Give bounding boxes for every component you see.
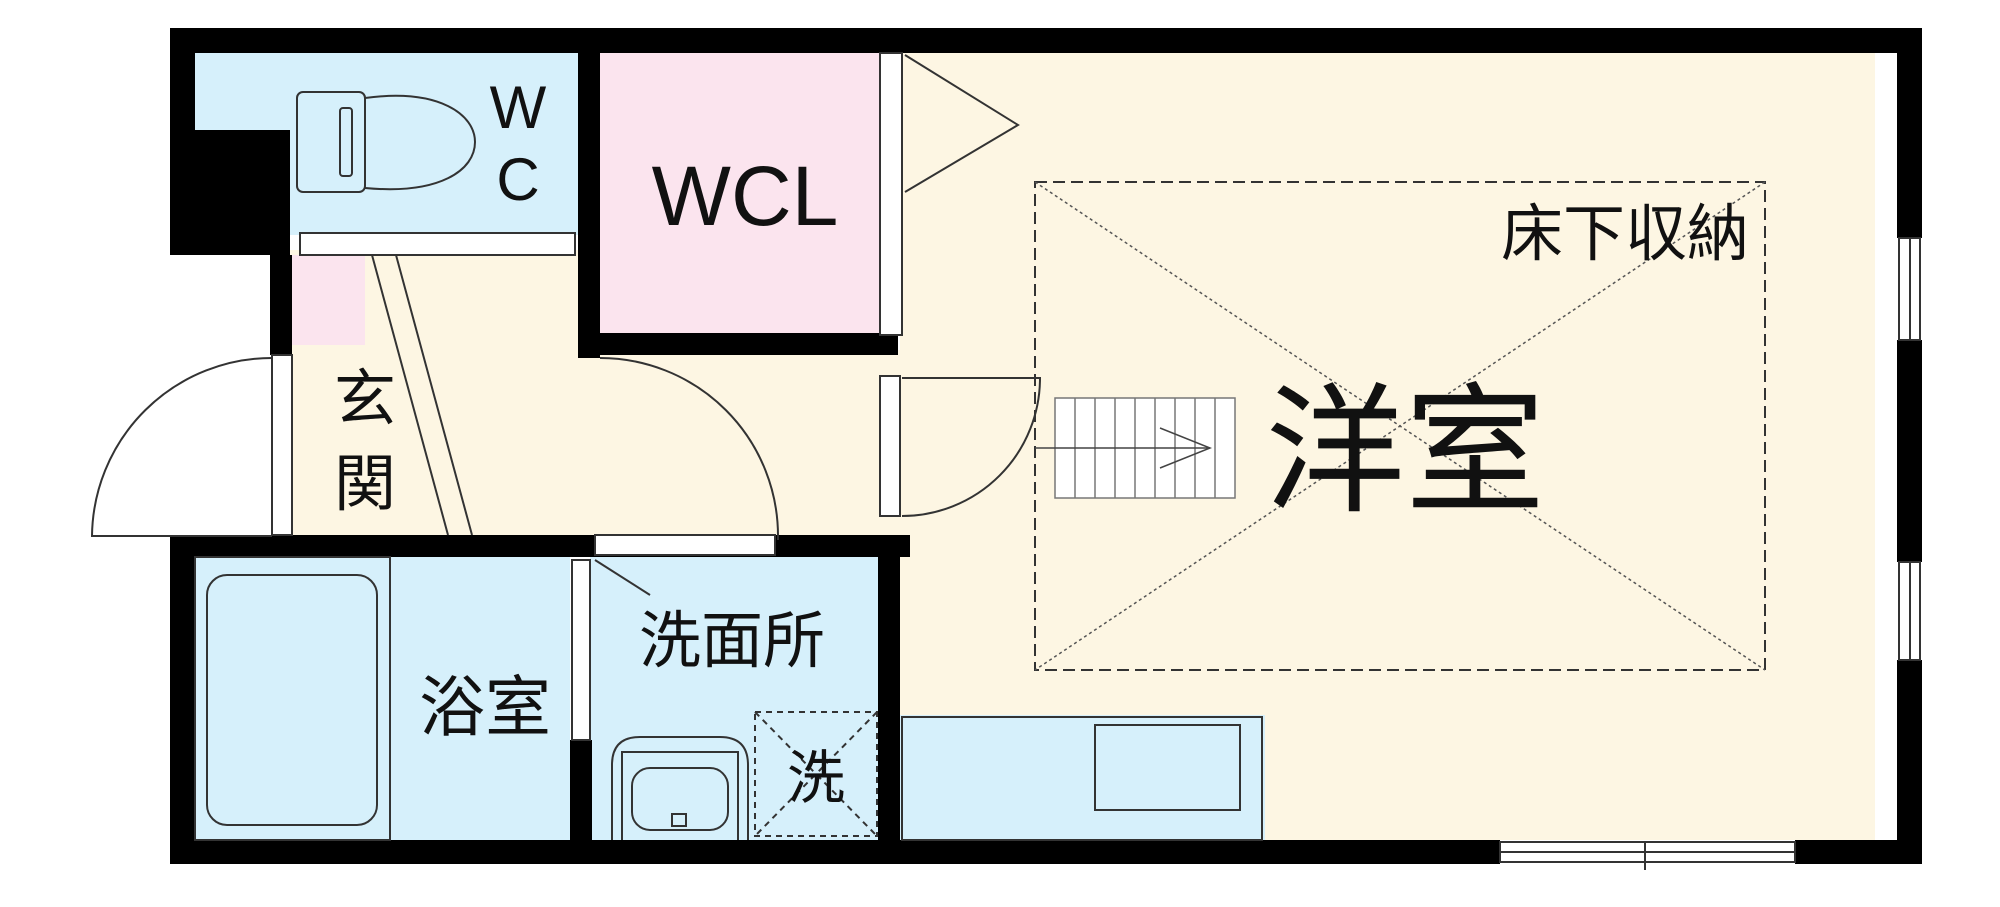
room-labels: W C WCL 玄 関 洋室 床下収納 浴室 洗面所 洗 — [334, 74, 1749, 812]
hallway-floor — [580, 350, 910, 540]
kitchen-counter — [900, 715, 1265, 840]
interior-details — [271, 52, 1921, 870]
wc-label-w: W — [490, 74, 547, 141]
wall-wc-right — [578, 28, 600, 358]
bathtub — [194, 556, 391, 841]
underfloor-storage-box — [1034, 181, 1766, 671]
loft-ladder — [1035, 397, 1236, 499]
wall-right-lower — [1897, 660, 1922, 864]
genkan-step-line-2 — [395, 254, 473, 536]
entry-door-swing — [90, 357, 273, 537]
washroom-top-strip — [594, 534, 776, 556]
wcl-floor — [600, 50, 880, 340]
bathroom-floor — [190, 555, 570, 840]
genkan-step-line-1 — [371, 254, 449, 536]
wall-wcl-bottom — [578, 333, 898, 355]
wall-wcl-right-top — [880, 28, 902, 53]
wall-mid-horizontal — [170, 535, 910, 557]
wcl-label: WCL — [652, 149, 839, 243]
toilet — [296, 91, 477, 193]
kitchen-unit — [901, 716, 1263, 841]
wcl-door-swing — [904, 54, 1020, 193]
washroom-label: 洗面所 — [639, 604, 825, 677]
wall-bath-washroom — [570, 740, 592, 864]
washroom-floor — [590, 555, 880, 840]
genkan-label-bottom: 関 — [334, 447, 396, 520]
bathroom-label: 浴室 — [419, 669, 551, 746]
wall-washroom-right — [878, 535, 900, 864]
washroom-door-jamb — [571, 559, 591, 741]
genkan-label-top: 玄 — [334, 362, 396, 435]
underfloor-storage-label: 床下収納 — [1501, 197, 1749, 270]
walls — [170, 28, 1922, 864]
wall-right-upper — [1897, 28, 1922, 238]
western-door-swing — [901, 377, 1042, 517]
wall-genkan-left — [270, 255, 292, 355]
wall-top — [170, 28, 1922, 53]
washer-label: 洗 — [787, 744, 845, 812]
wall-right-middle — [1897, 340, 1922, 562]
entry-door-jamb — [271, 354, 293, 536]
wcl-door-panel — [879, 52, 903, 336]
fixtures — [194, 91, 1766, 841]
wash-basin — [611, 736, 749, 840]
wc-door-strip — [299, 232, 576, 256]
wc-label-c: C — [496, 146, 539, 213]
washer-space — [754, 711, 878, 837]
wall-bath-left — [170, 535, 195, 864]
wall-bottom-left — [170, 840, 1500, 864]
western-room-label: 洋室 — [1265, 371, 1545, 534]
genkan-shoe-area — [290, 255, 365, 345]
wall-upper-left-edge — [170, 28, 195, 253]
hall-door-swing — [599, 357, 779, 537]
washroom-door-diagonal — [594, 559, 651, 596]
hallway-door-jamb — [879, 375, 901, 517]
door-swings — [90, 54, 1042, 596]
